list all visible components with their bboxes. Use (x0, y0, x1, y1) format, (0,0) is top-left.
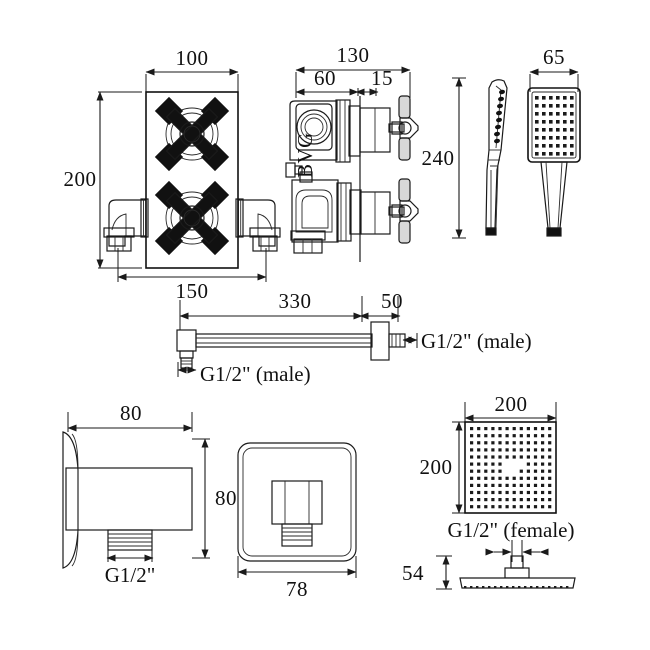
dim-label-50: 50 (381, 289, 403, 313)
dim-label-200-height: 200 (64, 167, 97, 191)
label-arm-outlet: G1/2" (male) (421, 329, 532, 353)
view-valve-side: 130 60 15 (285, 43, 419, 262)
valve-faceplate (145, 91, 239, 269)
dim-label-60: 60 (314, 66, 336, 90)
valve-left-outlet (103, 198, 149, 252)
view-shower-head: 200 200 G1/2" (female) (402, 392, 576, 590)
valve-right-outlet (235, 198, 281, 252)
dim-label-200-width: 200 (495, 392, 528, 416)
handset-front (527, 87, 581, 237)
shower-arm-body (176, 321, 406, 369)
dim-label-330: 330 (279, 289, 312, 313)
dim-label-200-height: 200 (420, 455, 453, 479)
dim-label-130: 130 (337, 43, 370, 67)
wall-outlet-boss (271, 480, 323, 547)
shower-head-face (464, 421, 557, 514)
dim-label-65: 65 (543, 45, 565, 69)
view-shower-arm: 330 50 G1/2" (male) (176, 289, 532, 386)
dim-label-240: 240 (422, 146, 455, 170)
view-handset: 240 65 (422, 45, 581, 239)
label-wall-outlet-thread: G1/2" (105, 563, 156, 587)
svg-text:BVG: BVG (293, 132, 317, 178)
view-wall-outlet-front: 78 (237, 442, 357, 601)
wall-outlet-faceplate (237, 442, 357, 562)
handset-spray-dots (535, 96, 574, 156)
label-shower-head-thread: G1/2" (female) (448, 518, 575, 542)
dim-label-78: 78 (286, 577, 308, 601)
view-wall-outlet-side: 80 80 G1/2" (62, 401, 237, 587)
cross-handle-lower (154, 180, 230, 256)
wall-outlet-body-side (62, 431, 193, 569)
valve-body-lower (290, 171, 405, 254)
handset-profile (485, 79, 508, 236)
cross-handle-upper (154, 96, 230, 172)
valve-body-upper: BVG (285, 99, 405, 178)
view-valve-front: 100 200 150 (64, 46, 281, 303)
dim-label-54: 54 (402, 561, 424, 585)
label-arm-inlet: G1/2" (male) (200, 362, 311, 386)
cross-handle-side-upper (391, 95, 419, 161)
dim-label-80-width: 80 (120, 401, 142, 425)
shower-head-section: 54 (402, 540, 576, 590)
cross-handle-side-lower (391, 178, 419, 244)
dim-label-150: 150 (176, 279, 209, 303)
dim-label-15: 15 (371, 66, 393, 90)
shower-head-spray-dots (470, 427, 552, 509)
dim-label-80-height: 80 (215, 486, 237, 510)
dim-label-100: 100 (176, 46, 209, 70)
